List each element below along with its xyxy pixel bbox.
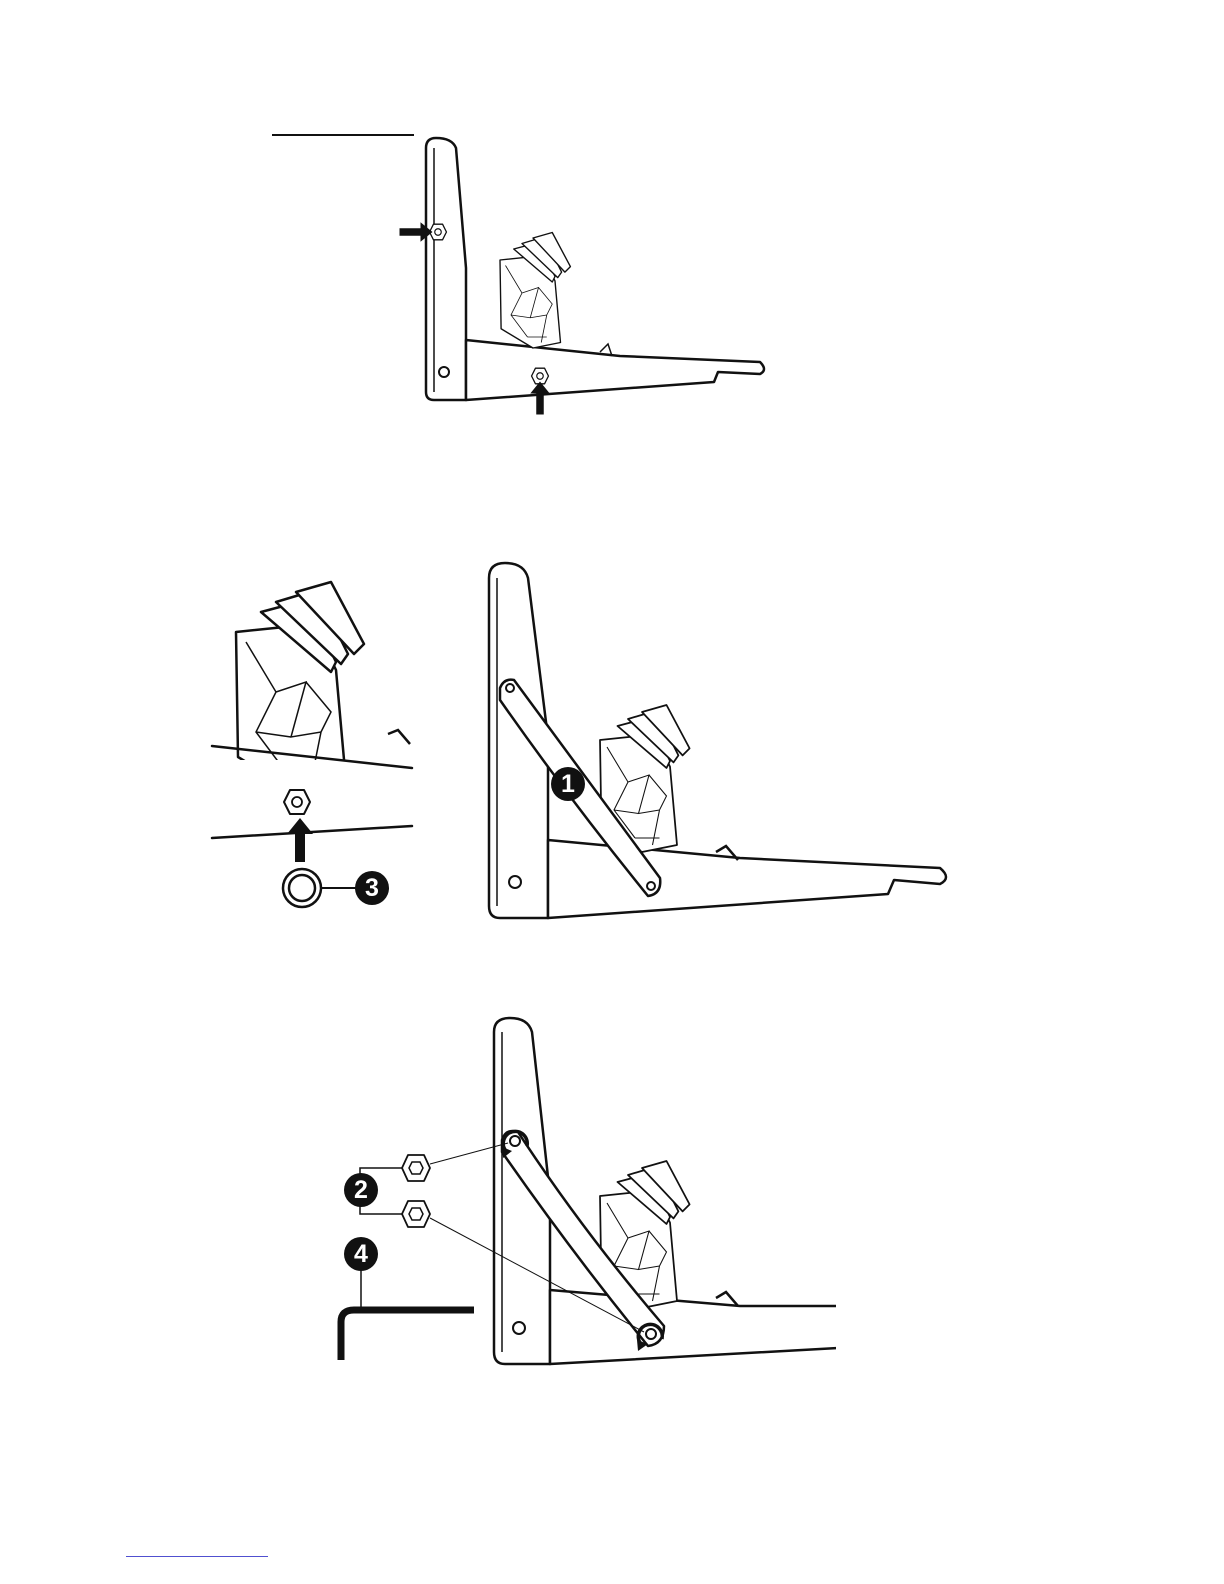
panel-2-detail: 3 — [200, 582, 414, 907]
callout-4: 4 — [344, 1237, 378, 1271]
callout-1-label: 1 — [561, 770, 575, 798]
panel-1-base — [466, 340, 764, 400]
callout-1: 1 — [551, 767, 585, 801]
bolt-head-lower — [402, 1201, 430, 1227]
detail-nut — [284, 790, 310, 814]
panel-1-upright — [426, 138, 466, 400]
washer-icon — [283, 869, 321, 907]
panel-3: 2 4 — [341, 1018, 856, 1370]
panel-3-base — [550, 1290, 838, 1364]
panel-1-pedal — [500, 233, 570, 349]
callout-3: 3 — [355, 871, 389, 905]
panel-2-main: 1 — [489, 563, 946, 918]
allen-key-icon — [341, 1310, 474, 1360]
callout-3-label: 3 — [365, 874, 379, 902]
panel-1-bottom-nut — [532, 368, 549, 384]
callout-2-label: 2 — [354, 1176, 368, 1204]
panel-1 — [272, 135, 764, 415]
bolt-head-upper — [402, 1155, 430, 1181]
footer-rule — [126, 1556, 268, 1557]
detail-arrow — [287, 818, 313, 862]
callout-2: 2 — [344, 1173, 378, 1207]
callout-4-label: 4 — [354, 1240, 368, 1268]
panel-2-base — [548, 840, 946, 918]
